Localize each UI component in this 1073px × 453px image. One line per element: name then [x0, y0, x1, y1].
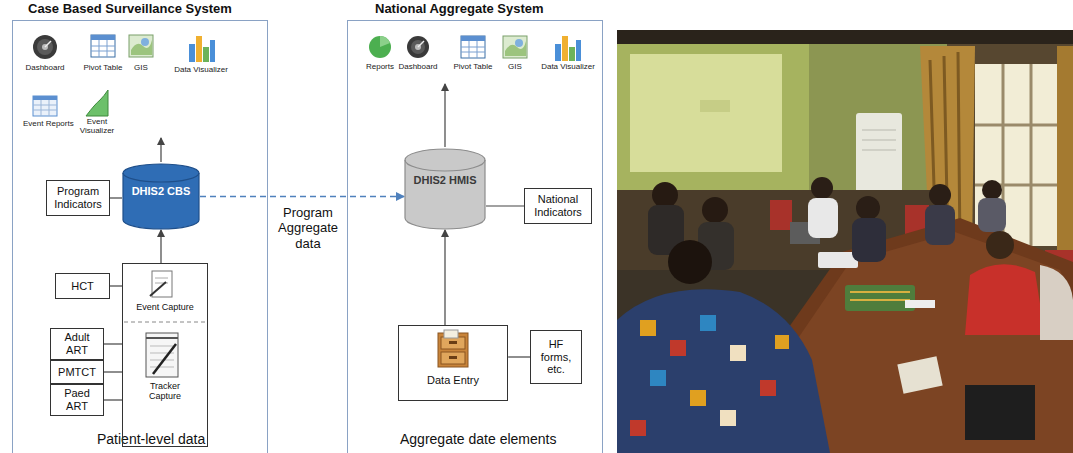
program-box: HCT [55, 273, 110, 299]
program-box: PMTCT [50, 360, 104, 384]
tool-caption: Event Reports [23, 120, 67, 129]
tool-caption: GIS [131, 64, 151, 73]
dashboard-icon [407, 36, 429, 58]
cylinder-shape [404, 148, 486, 230]
tracker-capture-icon [146, 333, 178, 377]
event-reports-icon [33, 96, 57, 116]
box-label: PMTCT [58, 366, 96, 379]
connector-line [160, 230, 161, 263]
reports-icon [369, 36, 391, 58]
dashboard-icon [33, 35, 57, 59]
connector-line [104, 399, 122, 400]
database-cylinder: DHIS2 CBS [122, 163, 200, 230]
box-label: HF forms, etc. [534, 338, 578, 376]
data-visualizer-icon [555, 36, 581, 61]
tool-caption: GIS [505, 63, 525, 72]
panel-title: Case Based Surveillance System [28, 2, 268, 17]
tool-caption: Event Visualizer [78, 118, 116, 136]
edge-label: Program Aggregate data [272, 205, 344, 252]
tool-caption: Pivot Table [80, 64, 126, 73]
tool-caption: Pivot Table [450, 63, 496, 72]
tool-caption: Reports [362, 63, 398, 72]
tool-caption: Dashboard [397, 63, 439, 72]
connector-line [104, 371, 122, 372]
connector-line [508, 356, 530, 357]
pivot-table-icon [91, 35, 115, 57]
tool-caption: Data Visualizer [173, 66, 229, 75]
gis-icon [129, 35, 153, 57]
box-label: Program Indicators [50, 185, 106, 210]
system-panel: National Aggregate SystemAggregate date … [347, 20, 603, 453]
box-label: Paed ART [54, 387, 100, 412]
box-label: Adult ART [54, 331, 100, 356]
database-cylinder: DHIS2 HMIS [404, 148, 486, 230]
panel-title: National Aggregate System [375, 2, 595, 17]
connector-line [444, 230, 445, 325]
panel-footer: Aggregate date elements [400, 431, 590, 447]
output-arrow [444, 84, 445, 147]
program-box: Adult ART [50, 328, 104, 360]
capture-box: Event CaptureTracker Capture [122, 263, 208, 447]
database-label: DHIS2 CBS [124, 185, 198, 198]
program-box: Paed ART [50, 384, 104, 416]
tool-caption: Dashboard [23, 64, 67, 73]
pivot-table-icon [461, 36, 485, 58]
box-label: National Indicators [528, 193, 588, 218]
event-capture-icon [150, 271, 172, 297]
panel-footer: Patient-level data [97, 431, 247, 447]
dashed-arrow [200, 196, 404, 198]
data-visualizer-icon [189, 36, 215, 62]
output-arrow [160, 138, 161, 162]
indicator-box: Program Indicators [46, 180, 110, 216]
event-visualizer-icon [86, 90, 108, 116]
connector-line [486, 205, 524, 206]
form-box: HF forms, etc. [530, 330, 582, 384]
separator-line [124, 322, 206, 323]
connector-line [110, 285, 122, 286]
connector-line [104, 343, 122, 344]
database-label: DHIS2 HMIS [406, 174, 484, 187]
meeting-photo [617, 30, 1073, 453]
app-label: Tracker Capture [139, 381, 191, 402]
app-label: Event Capture [123, 302, 207, 312]
connector-line [110, 197, 122, 198]
indicator-box: National Indicators [524, 188, 592, 224]
gis-icon [503, 36, 527, 58]
system-panel: Case Based Surveillance SystemPatient-le… [12, 20, 268, 453]
app-label: Data Entry [399, 374, 507, 387]
data-entry-box: Data Entry [398, 325, 508, 401]
file-cabinet-icon [438, 330, 468, 367]
box-label: HCT [71, 280, 94, 293]
tool-caption: Data Visualizer [540, 63, 596, 72]
